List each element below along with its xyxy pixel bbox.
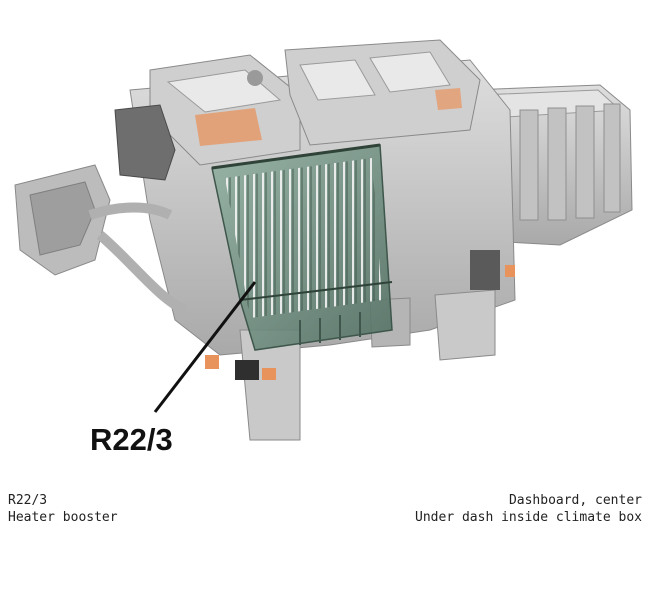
callout-label: R22/3	[90, 422, 173, 457]
callout-leader-line	[153, 281, 257, 413]
location: Dashboard, center	[508, 493, 642, 508]
component-code: R22/3	[8, 493, 48, 508]
component-name: Heater booster	[8, 510, 118, 525]
location-detail: Under dash inside climate box	[415, 510, 642, 525]
heater-booster-core	[211, 143, 393, 351]
location-caption: Dashboard, center Under dash inside clim…	[415, 492, 642, 526]
coolant-pipe-inlet	[14, 164, 188, 315]
callout: R22/3	[90, 281, 257, 457]
component-caption: R22/3 Heater booster	[8, 492, 118, 526]
climate-box-illustration: R22/3	[14, 39, 633, 457]
